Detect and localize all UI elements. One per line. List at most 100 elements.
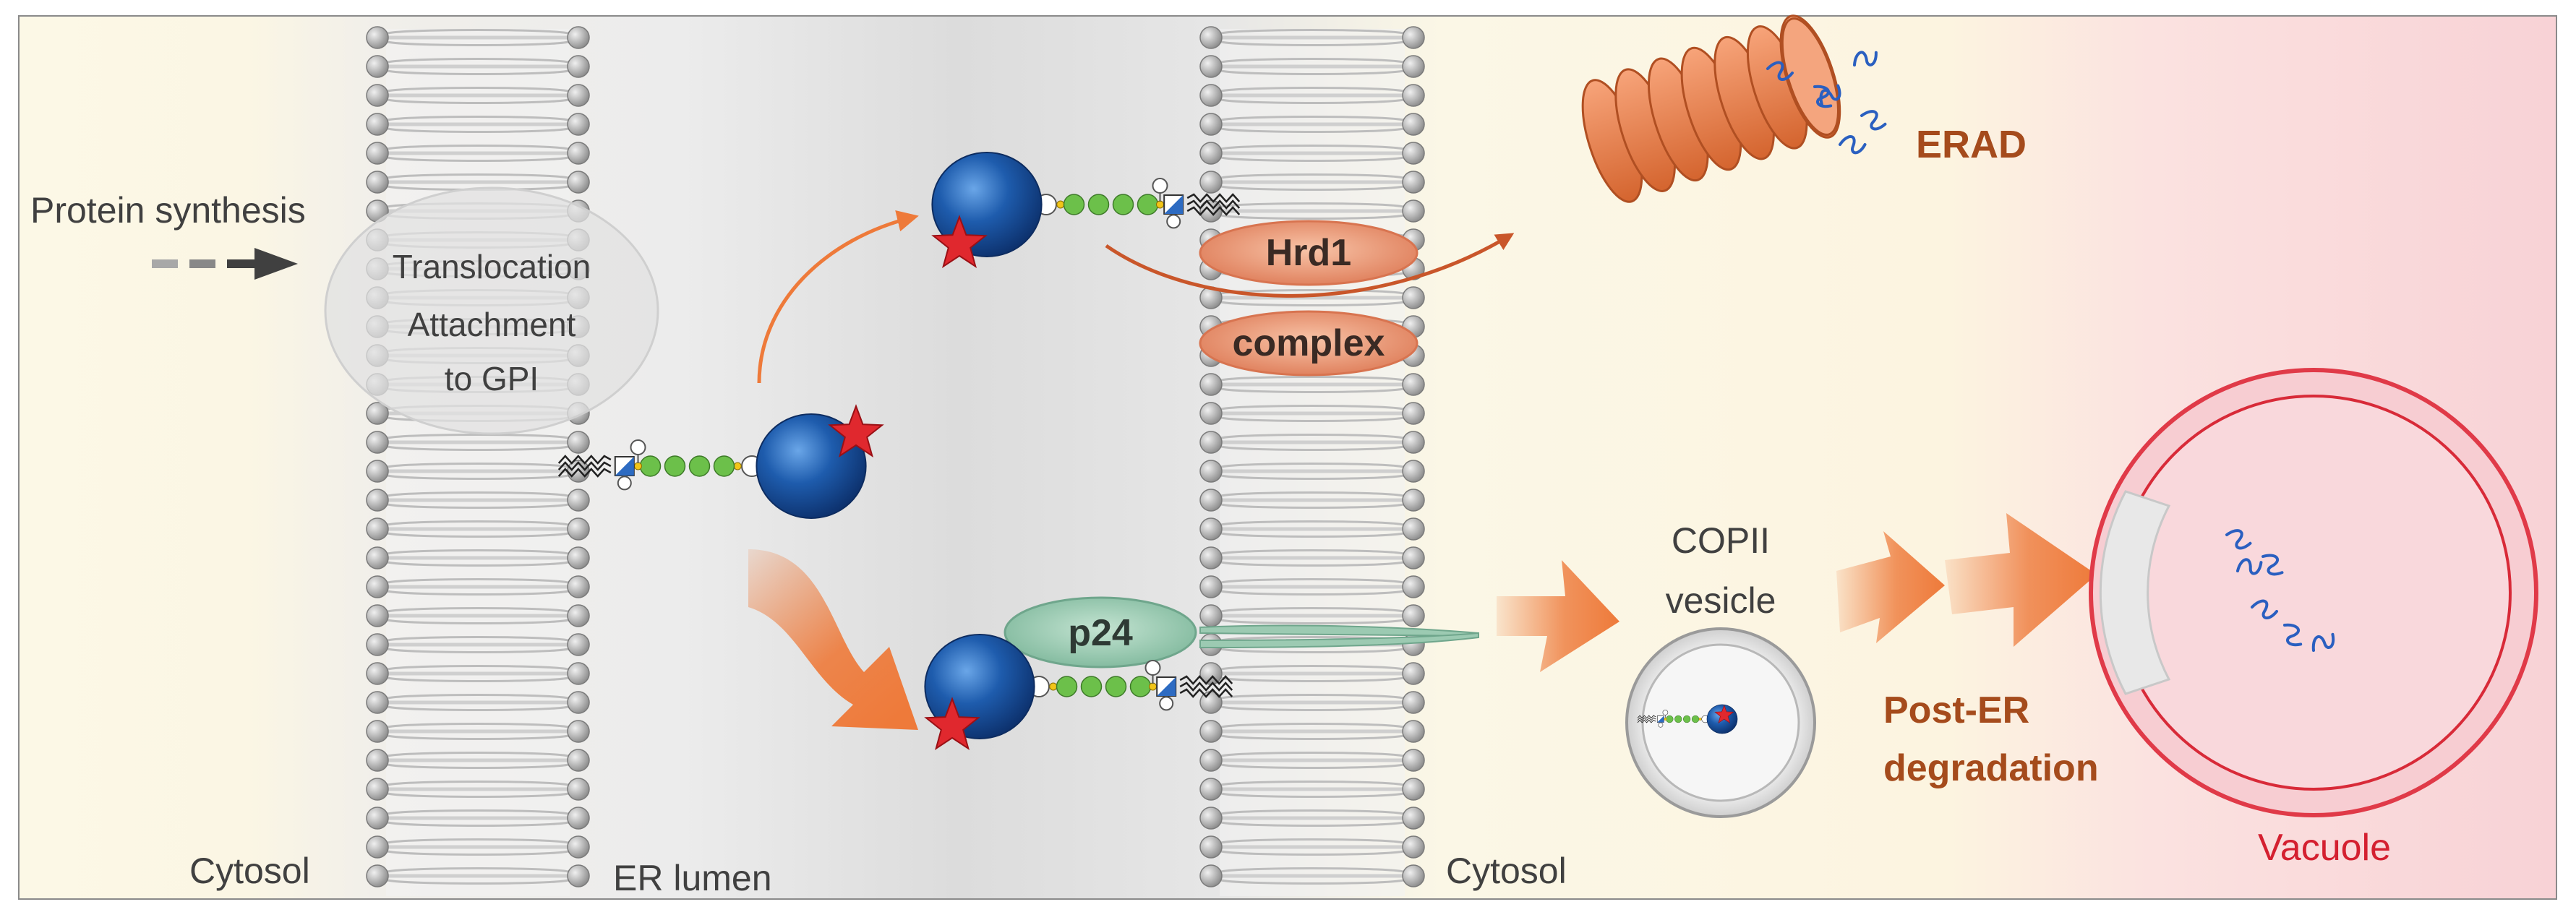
translocation-label: Translocation (393, 248, 591, 285)
lipid-head (567, 171, 590, 194)
lipid-head (366, 113, 389, 136)
lipid-head (1199, 26, 1223, 49)
trafficking-arrow-1 (1497, 560, 1619, 672)
peptide-fragment (1860, 110, 1887, 131)
lipid-head (1402, 286, 1425, 309)
peptide-fragment (2251, 599, 2279, 619)
membranes (366, 26, 1425, 896)
lipid-head (1402, 778, 1425, 801)
lipid-head (567, 604, 590, 627)
to-secretion-path-arrow (748, 549, 918, 730)
gpi-protein-center (557, 404, 884, 519)
lipid-head (1199, 807, 1223, 830)
peptide-fragment (1766, 61, 1794, 81)
lipid-head (1199, 720, 1223, 743)
erad-label: ERAD (1916, 123, 2027, 166)
p24-label: p24 (1068, 612, 1133, 654)
glycan-green (1682, 715, 1691, 723)
glycan-green (1666, 715, 1674, 723)
lipid-head (1199, 84, 1223, 107)
lipid-head (1402, 835, 1425, 859)
synthesis-arrow (152, 248, 298, 280)
lipid-head (1199, 864, 1223, 887)
vacuole-peptide-fragments (2225, 529, 2335, 652)
lipid-head (567, 489, 590, 512)
lipid-head (366, 691, 389, 714)
red-star-icon (924, 697, 980, 750)
peptide-fragment (1819, 84, 1841, 106)
lipid-head (1199, 517, 1223, 541)
cytosol-right-label: Cytosol (1446, 851, 1567, 891)
glycan-green (1087, 194, 1110, 215)
peptide-fragment (2225, 529, 2252, 550)
lipid-head (366, 489, 389, 512)
lipid-head (567, 26, 590, 49)
hrd1-label: Hrd1 (1266, 232, 1351, 274)
lipid-head (1199, 171, 1223, 194)
red-star-icon (828, 404, 884, 457)
glycan-green (1129, 676, 1152, 697)
lipid-head (366, 807, 389, 830)
lipid-head (366, 749, 389, 772)
red-star-icon (1714, 705, 1734, 724)
lipid-head (1402, 575, 1425, 598)
er-lumen-label: ER lumen (613, 858, 772, 898)
lipid-head (1402, 55, 1425, 78)
lipid-head (1402, 864, 1425, 887)
lipid-head (567, 691, 590, 714)
lipid-head (366, 720, 389, 743)
red-star-icon (931, 215, 988, 268)
lipid-head (366, 402, 389, 425)
lipid-head (1199, 749, 1223, 772)
lipid-head (1402, 26, 1425, 49)
lipid-head (1199, 460, 1223, 483)
lipid-head (1402, 691, 1425, 714)
glycan-white-branch (1662, 710, 1669, 715)
p24-receptor (1004, 596, 1479, 668)
lipid-head (1402, 84, 1425, 107)
lipid-head (1199, 778, 1223, 801)
lipid-head (567, 142, 590, 165)
lipid-head (567, 749, 590, 772)
lipid-head (567, 633, 590, 656)
lipid-head (1402, 142, 1425, 165)
lipid-head (366, 55, 389, 78)
protein-synthesis-label: Protein synthesis (30, 190, 306, 231)
gpi-protein-in-vesicle (1637, 704, 1738, 734)
glycan-white-branch (630, 439, 646, 455)
lipid-head (567, 835, 590, 859)
glycan-yellow (1049, 682, 1058, 691)
lipid-head (1199, 489, 1223, 512)
lipid-head (1402, 807, 1425, 830)
lipid-head (1402, 604, 1425, 627)
lipid-head (1199, 55, 1223, 78)
complex-label: complex (1233, 322, 1385, 364)
vacuole-fusion-patch (2099, 490, 2171, 695)
glycan-white-branch (1144, 660, 1161, 676)
glycan-yellow (733, 462, 742, 470)
lipid-head (1402, 546, 1425, 569)
glycan-yellow (1156, 200, 1164, 209)
gpi-protein-p24-bound (924, 634, 1233, 750)
lipid-head (1402, 199, 1425, 223)
lipid-head (1402, 662, 1425, 685)
lipid-head (366, 546, 389, 569)
glycan-green (688, 455, 711, 477)
lipid-head (366, 171, 389, 194)
lipid-head (567, 84, 590, 107)
lipid-head (1402, 402, 1425, 425)
glycan-green (1691, 715, 1700, 723)
glycan-green (713, 455, 735, 477)
lipid-head (1199, 373, 1223, 396)
lipid-head (366, 142, 389, 165)
lipid-head (567, 546, 590, 569)
lipid-head (366, 575, 389, 598)
lipid-head (1402, 171, 1425, 194)
lipid-head (567, 431, 590, 454)
gpi-label: to GPI (445, 360, 539, 397)
peptide-fragment (2311, 632, 2335, 652)
lipid-head (1402, 431, 1425, 454)
copii-label: COPII (1672, 520, 1770, 561)
glycan-green (1063, 194, 1085, 215)
